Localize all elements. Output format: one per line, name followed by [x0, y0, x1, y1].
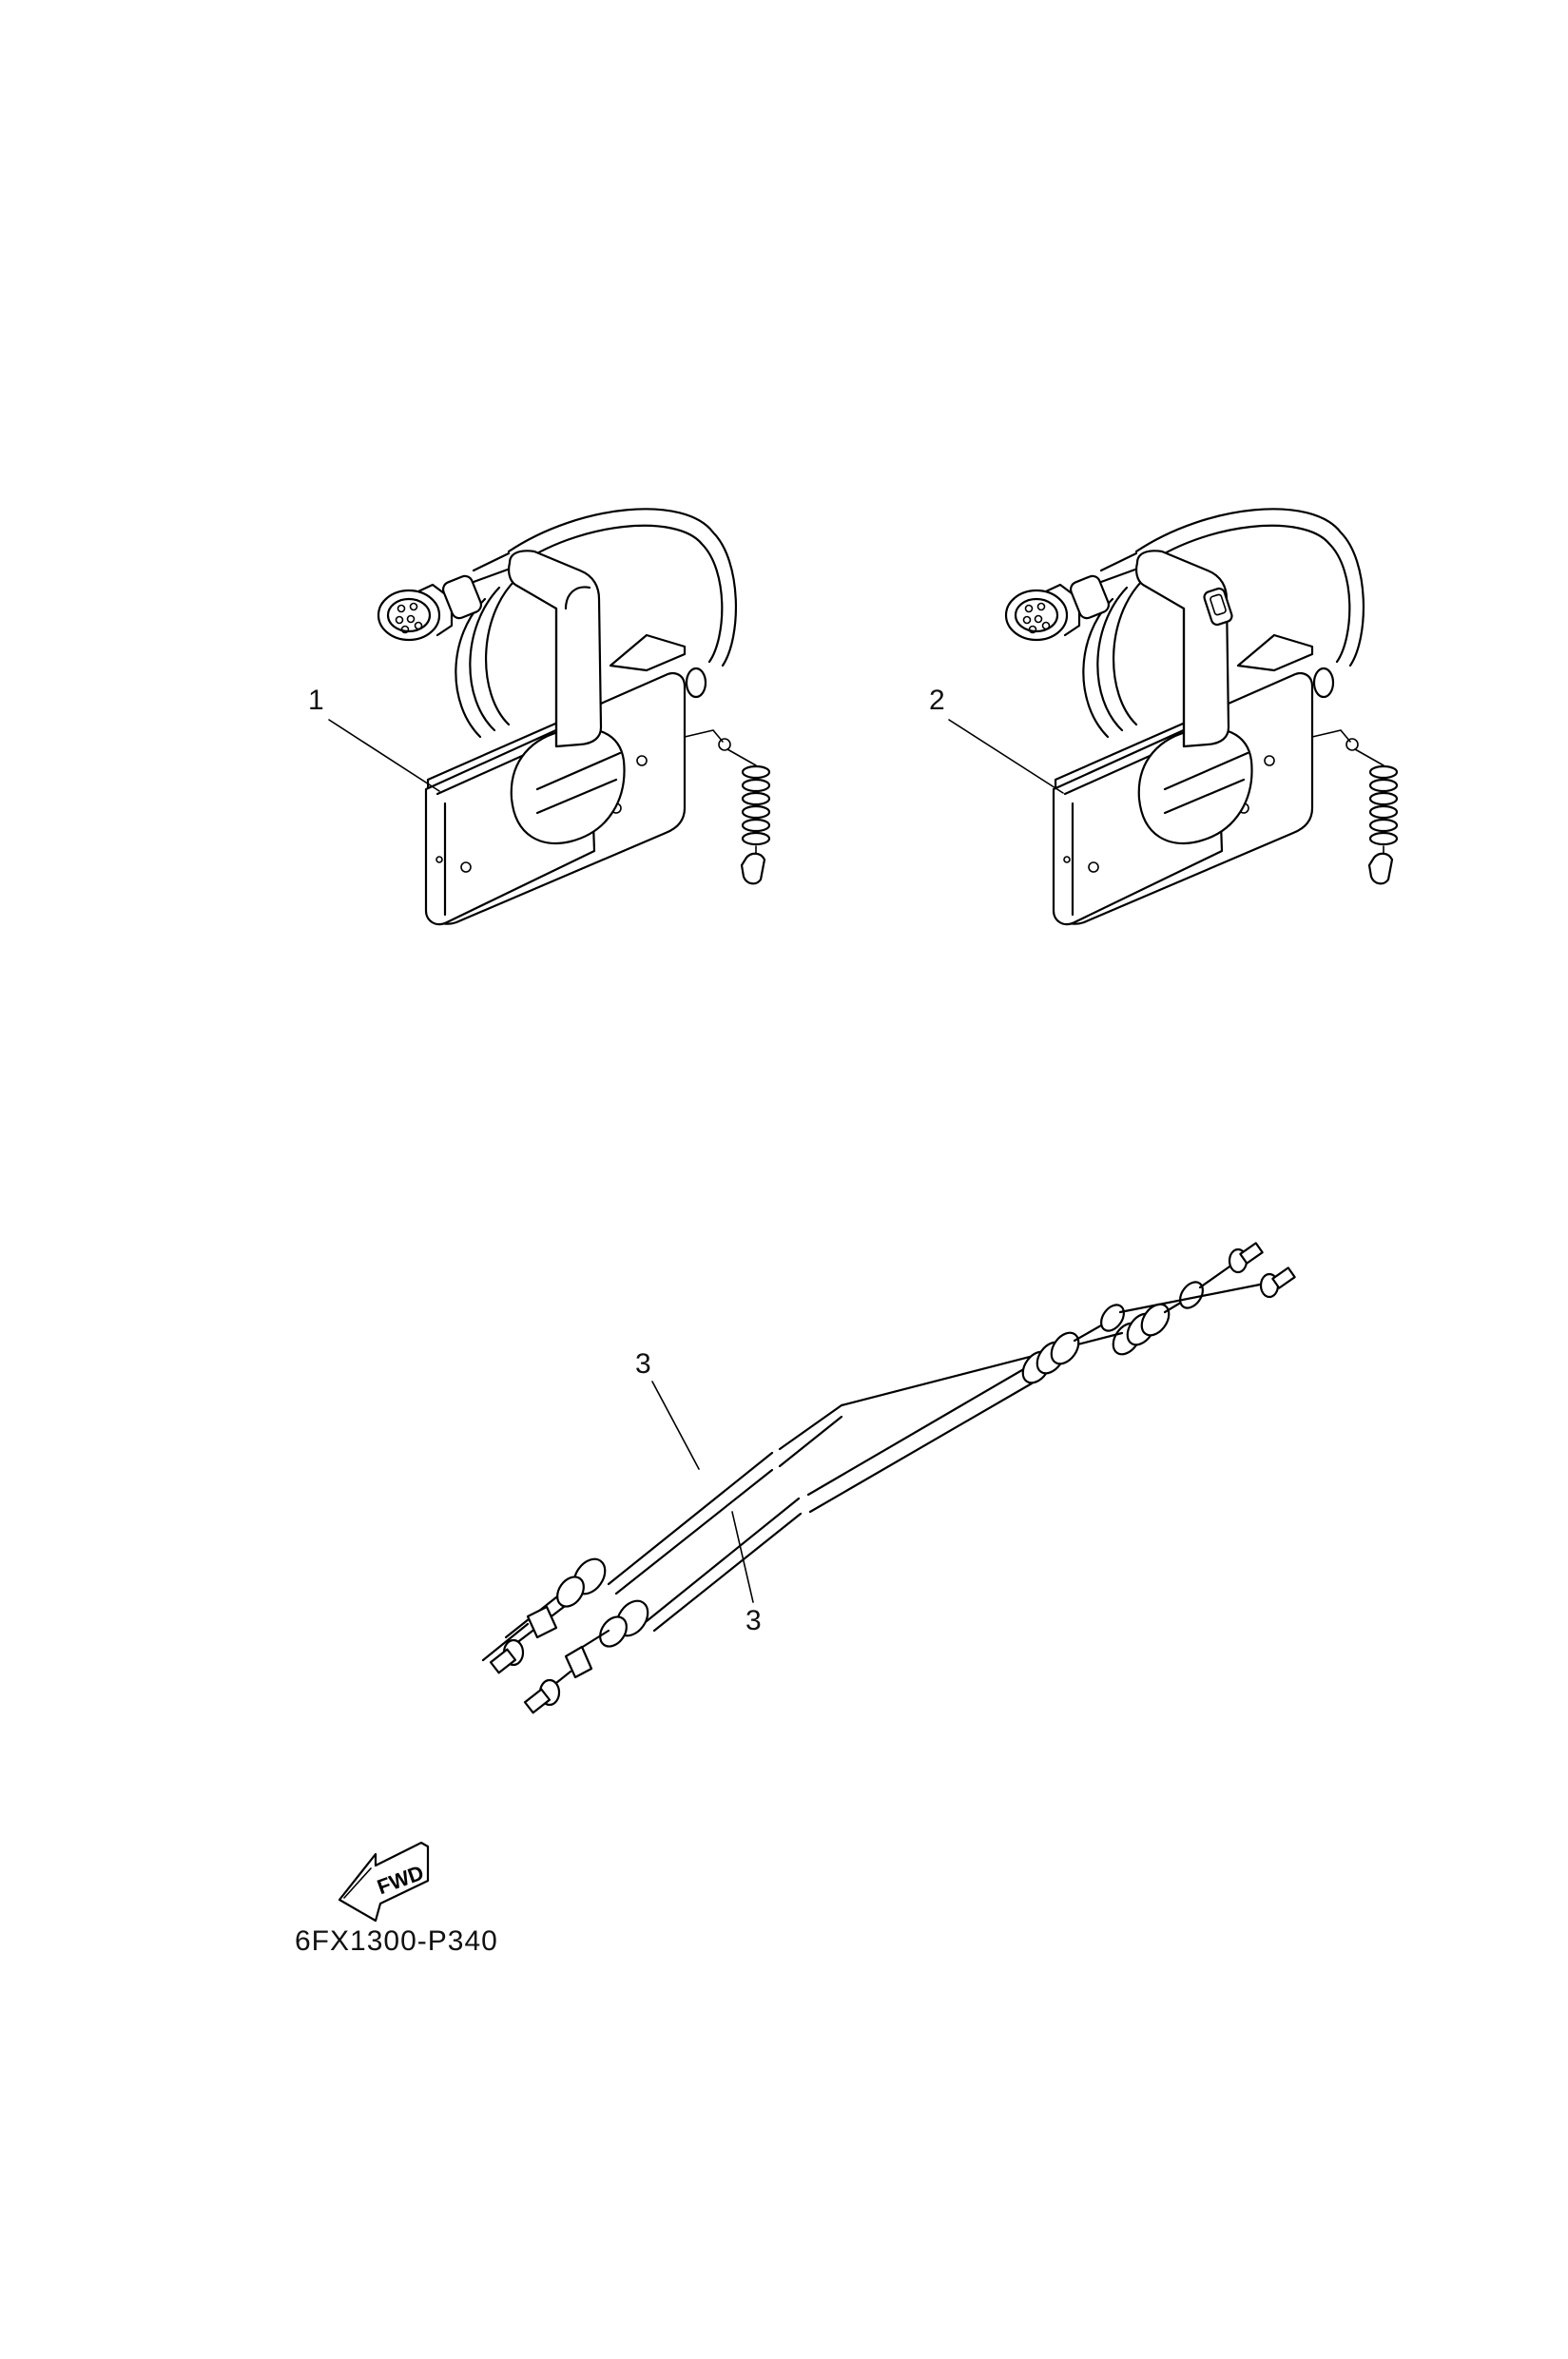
remote-cables: [481, 1242, 1296, 1714]
control-box-1: [377, 508, 771, 926]
callout-3b: 3: [745, 1605, 762, 1636]
leader-line-3b: [731, 1511, 754, 1603]
forward-arrow-icon: FWD: [338, 1841, 430, 1923]
lanyard-spring-icon: [1367, 764, 1399, 885]
drawing-code: 6FX1300-P340: [295, 1925, 498, 1957]
callout-1: 1: [308, 685, 324, 716]
trim-switch-icon: [1203, 587, 1233, 627]
callout-2: 2: [929, 685, 945, 716]
control-box-2: [1004, 508, 1399, 926]
callout-3a: 3: [635, 1348, 651, 1380]
leader-line-2: [948, 719, 1064, 794]
leader-line-3a: [651, 1381, 700, 1470]
lanyard-spring-icon: [740, 764, 771, 885]
leader-line-1: [328, 719, 440, 792]
